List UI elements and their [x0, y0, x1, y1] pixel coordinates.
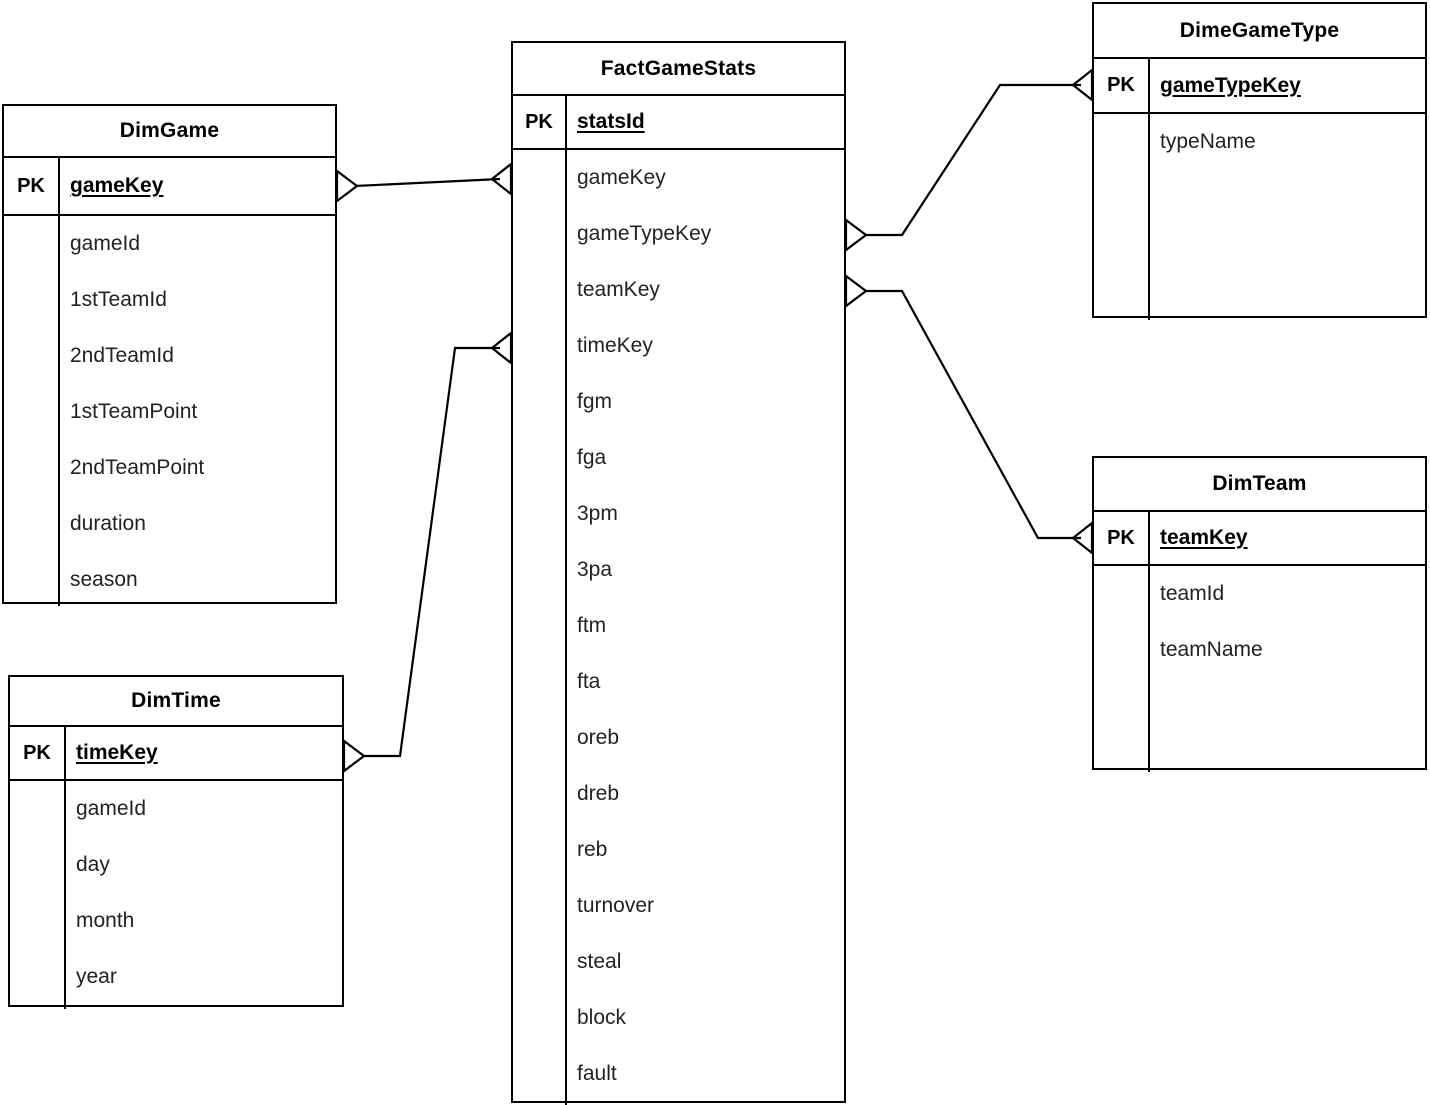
rel-line-dimtime-fact	[362, 346, 500, 758]
attr-row-1stteampoint[interactable]: 1stTeamPoint	[70, 400, 198, 423]
attr-row-month[interactable]: month	[76, 909, 135, 932]
entity-title-dimegametype: DimeGameType	[1094, 4, 1425, 59]
crowfoot-dimgame-side	[335, 168, 359, 204]
crowfoot-dimteam-side	[1071, 520, 1094, 556]
attr-row-duration[interactable]: duration	[70, 512, 146, 535]
pk-badge-dimteam: PK	[1094, 512, 1148, 566]
relationship-factgamestats-dimteam	[844, 273, 1094, 556]
attr-row-steal[interactable]: steal	[577, 950, 622, 973]
pk-row-dimgame[interactable]: gameKey	[60, 158, 335, 216]
pk-row-dimteam[interactable]: teamKey	[1150, 512, 1425, 566]
attr-row-typename[interactable]: typeName	[1160, 130, 1256, 153]
entity-title-dimteam: DimTeam	[1094, 458, 1425, 512]
rel-line-fact-team	[864, 289, 1081, 540]
entity-body-dimtime: PK timeKey gameId day month year	[10, 727, 342, 1009]
key-column-dimegametype: PK	[1094, 59, 1150, 320]
attr-row-time-gameid[interactable]: gameId	[76, 797, 147, 820]
attr-row-season[interactable]: season	[70, 568, 138, 591]
attr-row-fta[interactable]: fta	[577, 670, 601, 693]
entity-dimteam[interactable]: DimTeam PK teamKey teamId teamName	[1092, 456, 1427, 772]
attr-row-1stteamid[interactable]: 1stTeamId	[70, 288, 167, 311]
pk-field-gametypekey: gameTypeKey	[1160, 73, 1301, 97]
entity-dimtime[interactable]: DimTime PK timeKey gameId day month year	[8, 675, 344, 1009]
attr-row-2ndteamid[interactable]: 2ndTeamId	[70, 344, 174, 367]
entity-body-dimteam: PK teamKey teamId teamName	[1094, 512, 1425, 772]
entity-body-factgamestats: PK statsId gameKey gameTypeKey teamKey t…	[513, 96, 844, 1105]
pk-field-gamekey: gameKey	[70, 174, 164, 197]
attr-row-teamname[interactable]: teamName	[1160, 638, 1263, 661]
attr-row-gameid[interactable]: gameId	[70, 232, 141, 255]
entity-body-dimgame: PK gameKey gameId 1stTeamId 2ndTeamId 1s…	[4, 158, 335, 606]
attr-row-fact-gametypekey[interactable]: gameTypeKey	[577, 222, 712, 245]
entity-factgamestats[interactable]: FactGameStats PK statsId gameKey gameTyp…	[511, 41, 846, 1105]
pk-badge-factgamestats: PK	[513, 96, 565, 150]
entity-title-dimtime: DimTime	[10, 677, 342, 727]
rel-line-dimgame-fact	[354, 177, 501, 188]
key-column-dimteam: PK	[1094, 512, 1150, 772]
key-column-dimtime: PK	[10, 727, 66, 1009]
relationship-dimgame-factgamestats	[335, 161, 513, 204]
attr-row-fact-timekey[interactable]: timeKey	[577, 334, 653, 357]
entity-title-dimgame: DimGame	[4, 106, 335, 158]
attr-row-reb[interactable]: reb	[577, 838, 608, 861]
pk-row-factgamestats[interactable]: statsId	[567, 96, 844, 150]
attr-row-ftm[interactable]: ftm	[577, 614, 607, 637]
rel-line-fact-gametype	[864, 83, 1081, 237]
entity-title-factgamestats: FactGameStats	[513, 43, 844, 96]
relationship-factgamestats-dimegametype	[844, 67, 1094, 253]
field-column-dimegametype: gameTypeKey typeName	[1150, 59, 1425, 320]
attr-row-fact-teamkey[interactable]: teamKey	[577, 278, 660, 301]
attr-row-block[interactable]: block	[577, 1006, 627, 1029]
attr-row-day[interactable]: day	[76, 853, 110, 876]
entity-dimgame[interactable]: DimGame PK gameKey gameId 1stTeamId 2ndT…	[2, 104, 337, 606]
pk-field-teamkey: teamKey	[1160, 526, 1248, 549]
field-column-dimgame: gameKey gameId 1stTeamId 2ndTeamId 1stTe…	[60, 158, 335, 606]
attr-row-3pm[interactable]: 3pm	[577, 502, 618, 525]
pk-field-timekey: timeKey	[76, 741, 158, 764]
key-column-dimgame: PK	[4, 158, 60, 606]
crowfoot-fact-gametypekey-side	[844, 217, 868, 253]
entity-body-dimegametype: PK gameTypeKey typeName	[1094, 59, 1425, 320]
crowfoot-dimegametype-side	[1071, 67, 1094, 103]
attr-row-2ndteampoint[interactable]: 2ndTeamPoint	[70, 456, 205, 479]
pk-field-statsid: statsId	[577, 110, 645, 133]
attr-row-teamid[interactable]: teamId	[1160, 582, 1225, 605]
attr-row-fgm[interactable]: fgm	[577, 390, 613, 413]
attr-row-year[interactable]: year	[76, 965, 117, 988]
attr-row-oreb[interactable]: oreb	[577, 726, 620, 749]
crowfoot-fact-timekey-side	[490, 330, 513, 366]
pk-badge-dimegametype: PK	[1094, 59, 1148, 114]
attr-row-fga[interactable]: fga	[577, 446, 607, 469]
attr-row-3pa[interactable]: 3pa	[577, 558, 613, 581]
attr-row-fault[interactable]: fault	[577, 1062, 617, 1085]
attr-row-turnover[interactable]: turnover	[577, 894, 655, 917]
attr-row-dreb[interactable]: dreb	[577, 782, 620, 805]
pk-row-dimtime[interactable]: timeKey	[66, 727, 342, 781]
relationship-dimtime-factgamestats	[342, 330, 513, 774]
pk-badge-dimgame: PK	[4, 158, 58, 216]
field-column-factgamestats: statsId gameKey gameTypeKey teamKey time…	[567, 96, 844, 1105]
field-column-dimtime: timeKey gameId day month year	[66, 727, 342, 1009]
crowfoot-fact-teamkey-side	[844, 273, 868, 309]
pk-badge-dimtime: PK	[10, 727, 64, 781]
crowfoot-fact-gamekey-side	[490, 161, 513, 197]
crowfoot-dimtime-side	[342, 738, 366, 774]
entity-dimegametype[interactable]: DimeGameType PK gameTypeKey typeName	[1092, 2, 1427, 320]
attr-row-fact-gamekey[interactable]: gameKey	[577, 166, 666, 189]
key-column-factgamestats: PK	[513, 96, 567, 1105]
pk-row-dimegametype[interactable]: gameTypeKey	[1150, 59, 1425, 114]
field-column-dimteam: teamKey teamId teamName	[1150, 512, 1425, 772]
